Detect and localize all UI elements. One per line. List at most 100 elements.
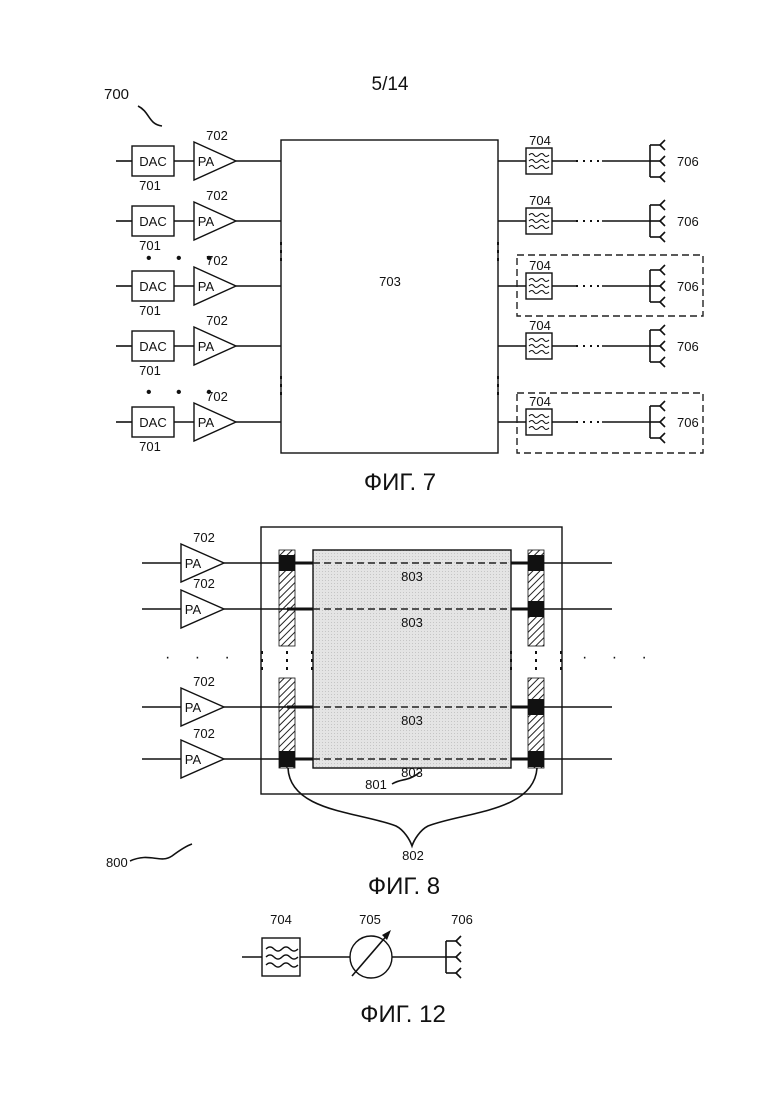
fig8-vertical-ellipsis — [311, 651, 313, 654]
fig12-antenna-icon — [446, 936, 461, 978]
fig8-vertical-ellipsis — [261, 659, 263, 662]
fig8-vertical-ellipsis — [261, 651, 263, 654]
fig7-input-chain: DAC 701 PA 702 — [116, 313, 281, 378]
fig8-port-ref: 802 — [402, 848, 424, 863]
fig7-network-ref: 703 — [379, 274, 401, 289]
fig8-vertical-ellipsis — [510, 667, 512, 670]
fig8-dots-left: · · · — [165, 649, 240, 666]
fig7-antenna-icon — [650, 140, 665, 182]
fig7-pa-label: PA — [198, 415, 215, 430]
fig7-pa-label: PA — [198, 279, 215, 294]
fig12-filter-icon — [262, 938, 300, 976]
fig8-port-right — [528, 751, 544, 767]
fig8-port-left — [279, 555, 295, 571]
fig7-edge-ellipsis — [280, 384, 282, 387]
fig7-filter-icon — [526, 208, 552, 234]
fig7-filter-icon — [526, 333, 552, 359]
fig8-caption: ФИГ. 8 — [368, 873, 440, 900]
fig7-pa-ref: 702 — [206, 128, 228, 143]
fig8-substrate-ref: 801 — [365, 777, 387, 792]
fig7-edge-ellipsis — [497, 384, 499, 387]
fig7-dac-label: DAC — [139, 339, 166, 354]
fig8-vertical-ellipsis — [560, 651, 562, 654]
fig8-vertical-ellipsis — [261, 667, 263, 670]
fig7-antenna-ref: 706 — [677, 415, 699, 430]
fig7-edge-ellipsis — [280, 258, 282, 261]
fig8-vertical-ellipsis — [510, 651, 512, 654]
fig7-pa-ref: 702 — [206, 313, 228, 328]
fig7-antenna-ref: 706 — [677, 214, 699, 229]
fig8-port-right — [528, 699, 544, 715]
fig8-port-left — [279, 751, 295, 767]
fig7-output-chain: 704 706 — [498, 133, 699, 182]
figure-7: 700 703 DAC701PA702DAC701PA702DAC701PA70… — [104, 86, 703, 496]
fig8-line-ref: 803 — [401, 569, 423, 584]
fig8-vertical-ellipsis — [560, 659, 562, 662]
fig8-pa-label: PA — [185, 752, 202, 767]
fig7-reference-leader — [138, 106, 162, 126]
fig7-antenna-ref: 706 — [677, 154, 699, 169]
fig8-pa-label: PA — [185, 602, 202, 617]
fig7-filter-ref: 704 — [529, 193, 551, 208]
fig7-filter-icon — [526, 273, 552, 299]
fig7-pa-ref: 702 — [206, 188, 228, 203]
fig7-input-chain: DAC701PA702 — [116, 128, 281, 193]
fig7-filter-ref: 704 — [529, 318, 551, 333]
fig8-port-right — [528, 601, 544, 617]
fig7-antenna-ref: 706 — [677, 339, 699, 354]
figure-8: PA702803PA702803PA702803PA702803 · · · ·… — [106, 527, 657, 900]
fig12-caption: ФИГ. 12 — [360, 1001, 446, 1028]
fig7-dac-label: DAC — [139, 279, 166, 294]
fig7-filter-icon — [526, 409, 552, 435]
fig7-pa-label: PA — [198, 154, 215, 169]
fig7-antenna-ref: 706 — [677, 279, 699, 294]
fig7-edge-ellipsis — [497, 242, 499, 245]
fig7-output-chain: 704 706 — [498, 258, 699, 307]
fig8-vertical-ellipsis — [535, 667, 537, 670]
fig7-caption: ФИГ. 7 — [364, 469, 436, 496]
fig8-reference-leader — [130, 844, 192, 861]
fig8-vertical-ellipsis — [535, 659, 537, 662]
fig8-vertical-ellipsis — [286, 659, 288, 662]
fig7-dots-1: • • • — [146, 250, 222, 267]
fig8-vertical-ellipsis — [510, 659, 512, 662]
fig8-vertical-ellipsis — [286, 651, 288, 654]
fig7-edge-ellipsis — [497, 392, 499, 395]
fig7-network-block — [281, 140, 498, 453]
fig7-dac-label: DAC — [139, 214, 166, 229]
fig7-edge-ellipsis — [497, 258, 499, 261]
fig7-output-chain: 704 706 — [498, 193, 699, 242]
fig7-dac-ref: 701 — [139, 363, 161, 378]
fig7-dac-label: DAC — [139, 415, 166, 430]
fig8-vertical-ellipsis — [286, 667, 288, 670]
fig7-input-chain: DAC701PA702 — [116, 188, 281, 253]
fig7-filter-ref: 704 — [529, 258, 551, 273]
fig7-edge-ellipsis — [280, 392, 282, 395]
fig7-output-chain: 704 706 — [498, 318, 699, 367]
fig7-edge-ellipsis — [280, 376, 282, 379]
fig8-line-ref: 803 — [401, 713, 423, 728]
fig7-antenna-icon — [650, 401, 665, 443]
fig7-filter-icon — [526, 148, 552, 174]
fig7-reference: 700 — [104, 86, 129, 103]
fig7-filter-ref: 704 — [529, 133, 551, 148]
fig8-reference: 800 — [106, 855, 128, 870]
fig8-pa-ref: 702 — [193, 674, 215, 689]
fig8-dots-right: · · · — [582, 649, 657, 666]
fig8-pa-label: PA — [185, 700, 202, 715]
fig7-pa-label: PA — [198, 339, 215, 354]
fig8-pa-ref: 702 — [193, 726, 215, 741]
page-number: 5/14 — [372, 74, 409, 95]
fig7-edge-ellipsis — [497, 376, 499, 379]
fig8-vertical-ellipsis — [560, 667, 562, 670]
fig7-dac-ref: 701 — [139, 178, 161, 193]
fig12-phase-shifter-icon — [350, 930, 392, 978]
fig7-edge-ellipsis — [280, 242, 282, 245]
fig7-pa-label: PA — [198, 214, 215, 229]
fig7-edge-ellipsis — [497, 250, 499, 253]
fig8-pa-label: PA — [185, 556, 202, 571]
fig12-antenna-ref: 706 — [451, 912, 473, 927]
fig8-vertical-ellipsis — [535, 651, 537, 654]
fig7-dac-ref: 701 — [139, 303, 161, 318]
fig12-phase-shifter-ref: 705 — [359, 912, 381, 927]
